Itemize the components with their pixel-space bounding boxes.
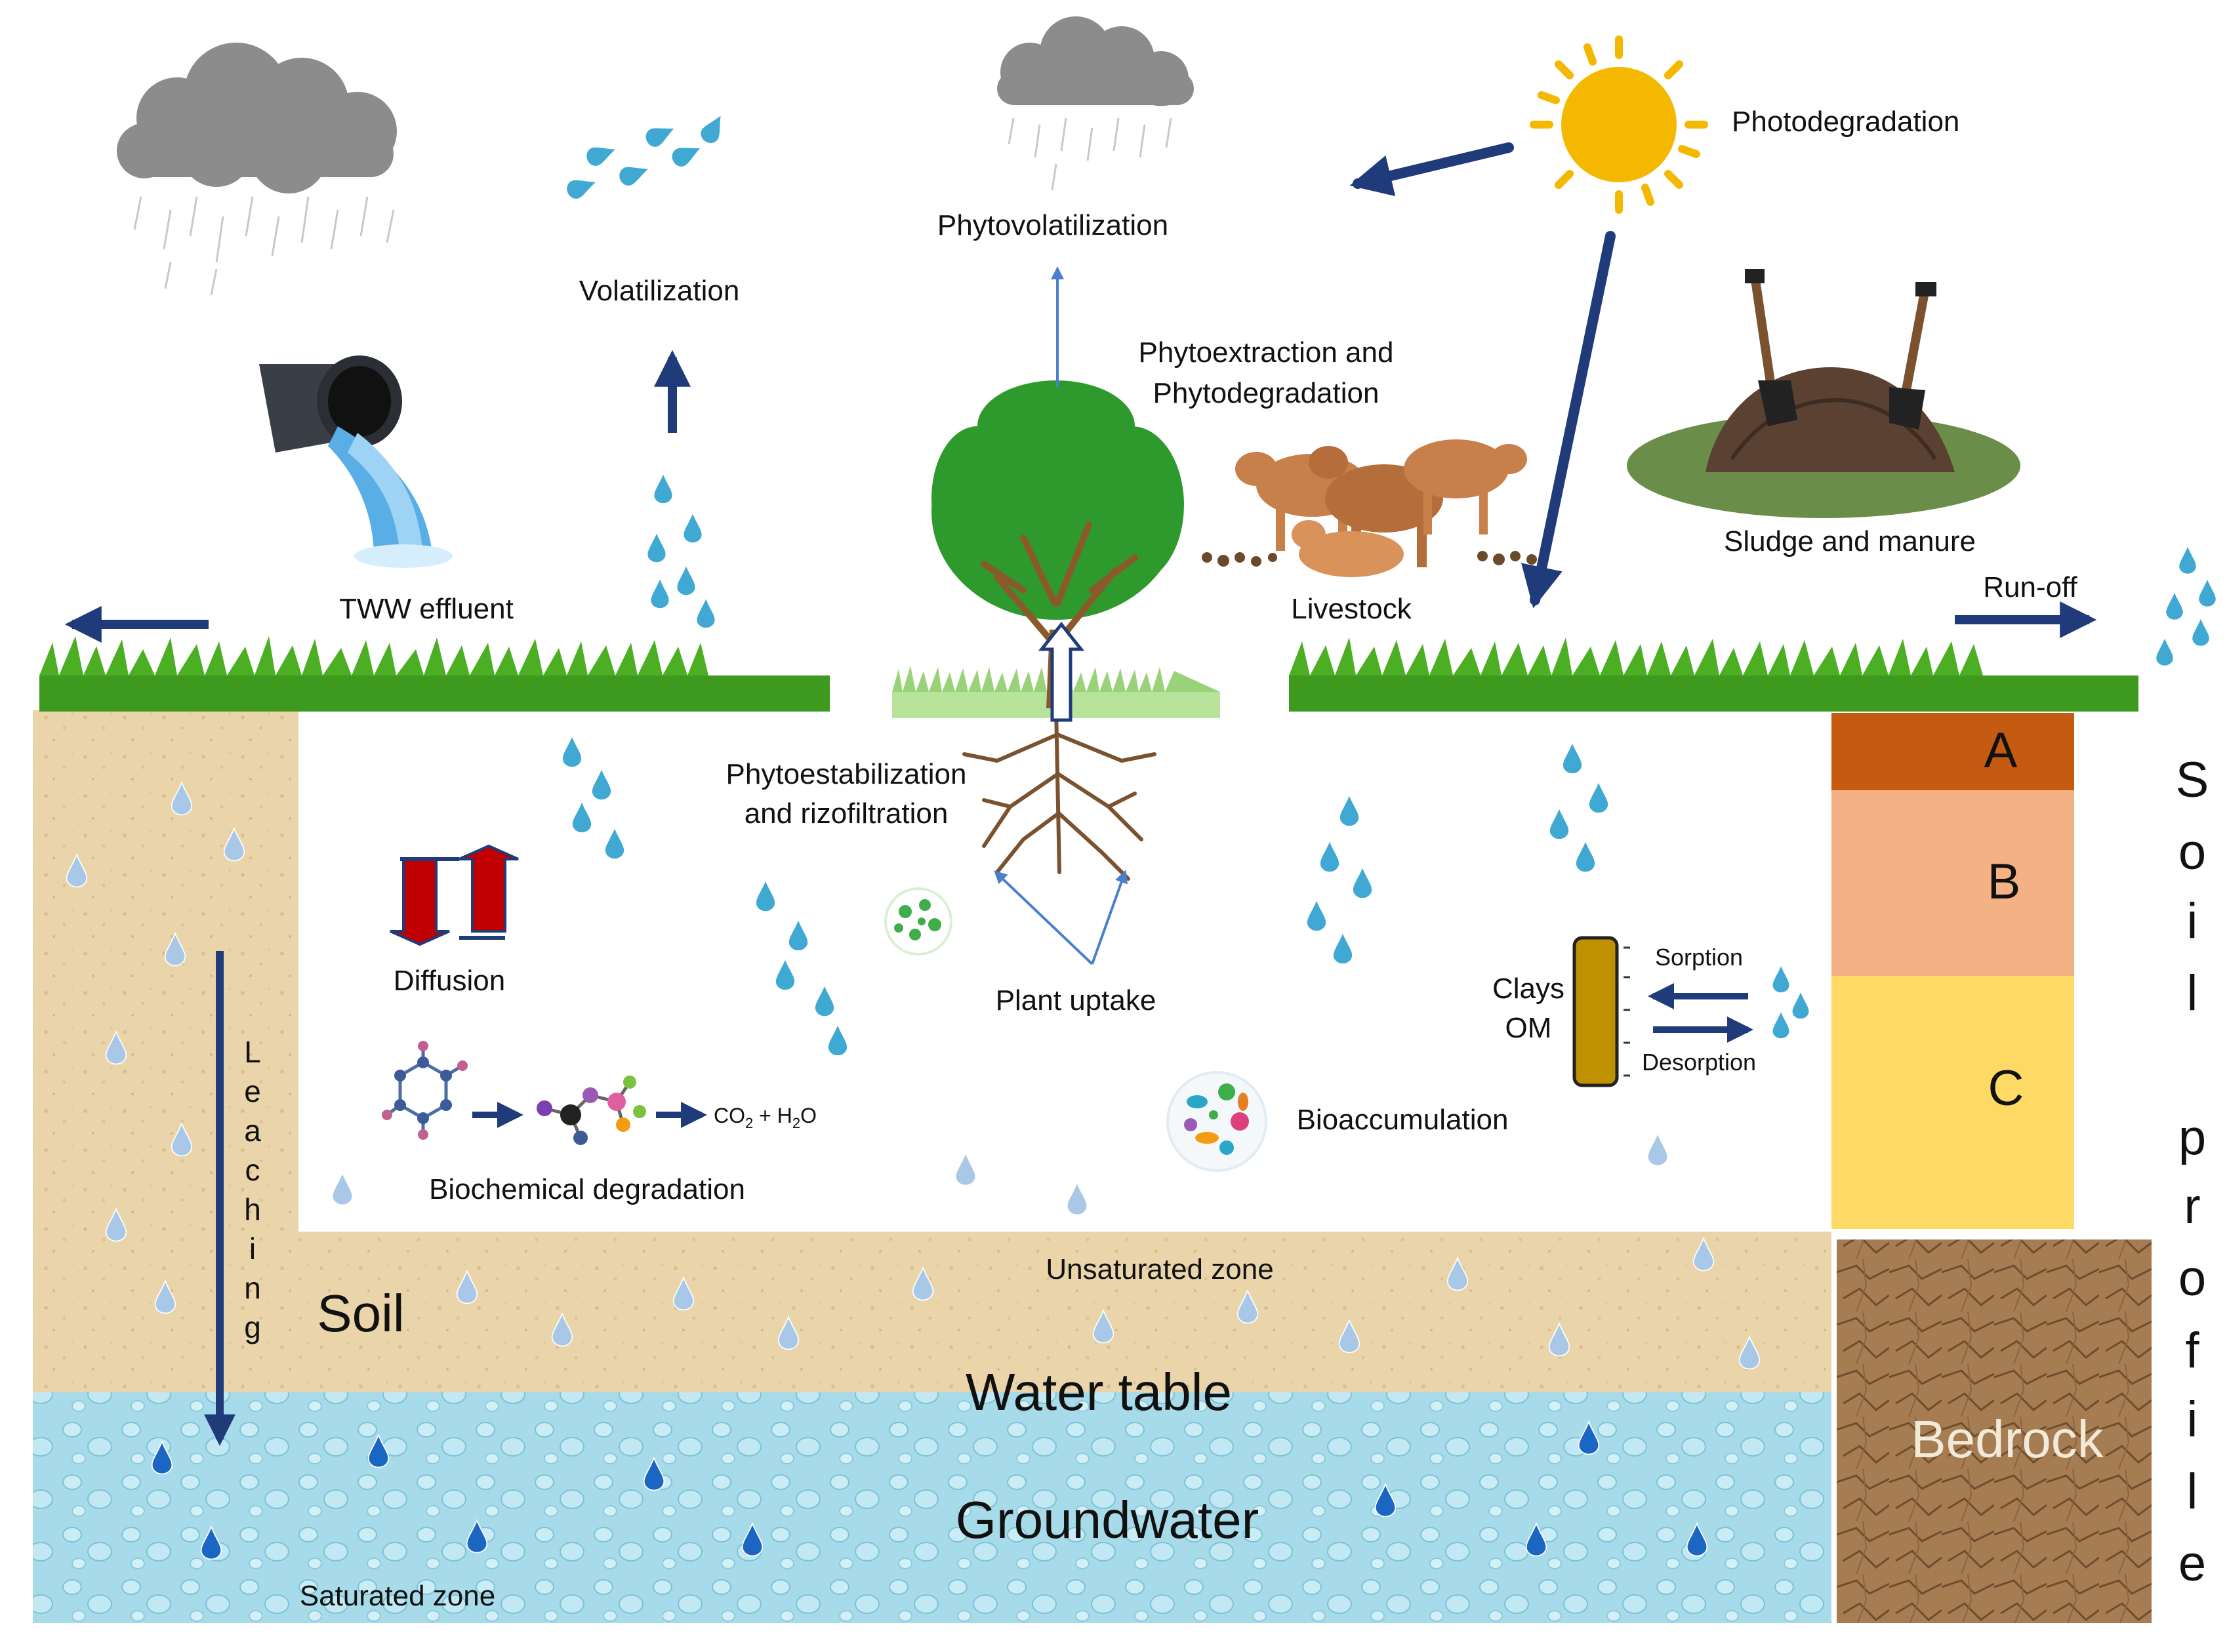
- horizon-c-block: [1831, 976, 2074, 1229]
- svg-text:n: n: [244, 1271, 261, 1305]
- groundwater-layer: [33, 1392, 1831, 1623]
- svg-text:g: g: [244, 1310, 261, 1344]
- horizon-c-label: C: [1988, 1060, 2024, 1116]
- svg-text:f: f: [2185, 1323, 2199, 1379]
- svg-text:h: h: [244, 1192, 261, 1226]
- bioaccumulation-label: Bioaccumulation: [1297, 1104, 1509, 1136]
- runoff-label: Run-off: [1983, 571, 2077, 603]
- rising-drops-icon: [646, 472, 716, 628]
- phytovolatilization-label: Phytovolatilization: [937, 209, 1168, 241]
- svg-text:c: c: [245, 1153, 260, 1187]
- diffusion-label: Diffusion: [394, 965, 505, 997]
- livestock-label: Livestock: [1291, 593, 1412, 625]
- horizon-a-block: [1831, 713, 2074, 790]
- clays-label: Clays: [1492, 973, 1564, 1005]
- photodegradation-label: Photodegradation: [1732, 106, 1959, 138]
- co2-h2o-label: CO2 + H2O: [714, 1104, 817, 1131]
- livestock-icon: [1202, 439, 1537, 577]
- rain-cloud-left-icon: [117, 43, 397, 296]
- rain-cloud-center-icon: [997, 16, 1194, 191]
- horizon-a-label: A: [1984, 723, 2018, 778]
- sun-icon: [1530, 35, 1708, 214]
- bedrock-block: [1837, 1239, 2152, 1623]
- horizon-b-block: [1831, 790, 2074, 976]
- plant-uptake-pointer-lines: [994, 870, 1128, 965]
- volatilization-label: Volatilization: [579, 275, 740, 307]
- sludge-pile-icon: [1627, 269, 2020, 518]
- tree-icon: [931, 380, 1184, 708]
- soil-label: Soil: [317, 1284, 404, 1342]
- groundwater-label: Groundwater: [956, 1491, 1259, 1549]
- microbe-small-icon: [884, 887, 952, 956]
- volatilization-drops-icon: [563, 109, 731, 203]
- phytostab-label-line2: and rizofiltration: [745, 797, 949, 830]
- svg-text:o: o: [2178, 1251, 2206, 1306]
- saturated-label: Saturated zone: [300, 1580, 495, 1612]
- svg-text:e: e: [2178, 1536, 2206, 1592]
- tww-label: TWW effluent: [339, 593, 514, 625]
- bioaccumulation-microbes-icon: [1166, 1071, 1267, 1172]
- unsaturated-label: Unsaturated zone: [1046, 1253, 1273, 1285]
- svg-text:a: a: [244, 1114, 261, 1148]
- svg-text:i: i: [2187, 1392, 2198, 1447]
- om-label: OM: [1505, 1012, 1552, 1044]
- phytostab-label-line1: Phytoestabilization: [726, 758, 967, 790]
- svg-text:e: e: [244, 1074, 261, 1108]
- leaching-vertical-label: L e a c h i n g: [244, 1035, 261, 1344]
- desorption-label: Desorption: [1642, 1049, 1756, 1076]
- tree-roots-icon: [962, 706, 1156, 881]
- photodegradation-arrow-down: [1521, 231, 1616, 609]
- clay-om-column-icon: [1572, 936, 1630, 1087]
- soil-profile-vertical-label: S o i l p r o f i l e: [2176, 752, 2209, 1592]
- svg-text:L: L: [244, 1035, 261, 1069]
- sludge-label: Sludge and manure: [1724, 525, 1976, 557]
- svg-text:S: S: [2176, 752, 2209, 808]
- sorption-label: Sorption: [1655, 944, 1743, 971]
- svg-text:l: l: [2187, 1464, 2198, 1520]
- fragmented-molecule-icon: [537, 1076, 646, 1145]
- plant-uptake-label: Plant uptake: [996, 984, 1156, 1017]
- runoff-drops-icon: [2155, 545, 2217, 666]
- svg-text:i: i: [249, 1232, 256, 1266]
- horizon-b-label: B: [1988, 854, 2021, 910]
- unsaturated-soil-band: [33, 1232, 1831, 1392]
- water-table-label: Water table: [966, 1363, 1232, 1421]
- photodegradation-arrow-left: [1349, 142, 1514, 197]
- svg-text:o: o: [2178, 824, 2206, 880]
- svg-text:r: r: [2184, 1179, 2200, 1234]
- plant-uptake-arrow: [1038, 621, 1085, 722]
- grass-right: [1289, 637, 2138, 712]
- biochem-label: Biochemical degradation: [429, 1173, 745, 1205]
- phytoextraction-label-line1: Phytoextraction and: [1139, 336, 1394, 369]
- svg-text:i: i: [2187, 893, 2198, 949]
- grass-left: [39, 636, 830, 712]
- diffusion-icon: [390, 844, 519, 946]
- phytoextraction-label-line2: Phytodegradation: [1153, 377, 1379, 409]
- effluent-pipe-icon: [259, 355, 453, 568]
- molecule-icon: [382, 1041, 468, 1140]
- svg-text:p: p: [2178, 1110, 2206, 1165]
- svg-text:l: l: [2187, 965, 2198, 1021]
- bedrock-label: Bedrock: [1911, 1410, 2104, 1468]
